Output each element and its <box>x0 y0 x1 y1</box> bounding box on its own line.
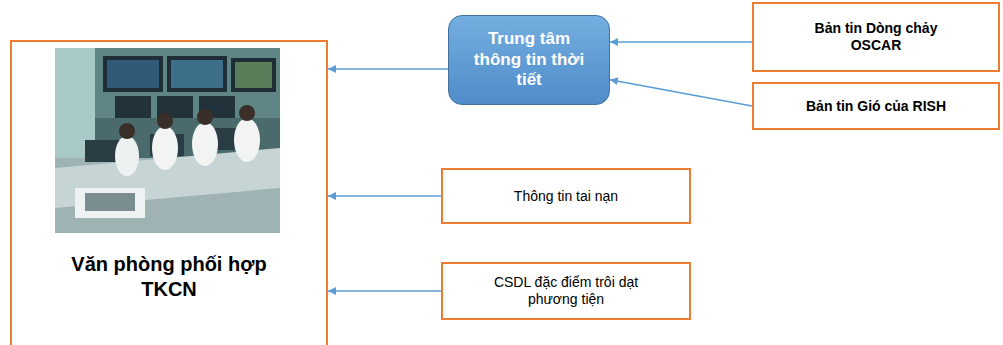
node-label: Bản tin Gió của RISH <box>806 98 946 115</box>
arrow-connector <box>610 80 752 106</box>
arrow-connector <box>328 195 441 197</box>
arrow-connector <box>328 290 441 292</box>
input-box: CSDL đặc điểm trôi dạt phương tiện <box>441 262 691 320</box>
arrow-connector <box>610 41 752 43</box>
node-label: Bản tin Dòng chảy OSCAR <box>796 20 956 54</box>
input-box: Thông tin tai nạn <box>441 168 691 224</box>
node-label: Thông tin tai nạn <box>514 188 618 205</box>
node-label: Trung tâm thông tin thời tiết <box>473 29 585 90</box>
arrow-connector <box>328 68 448 70</box>
bulletin-box: Bản tin Dòng chảy OSCAR <box>752 2 1000 72</box>
node-label: Văn phòng phối hợp TKCN <box>54 252 284 302</box>
node-label: CSDL đặc điểm trôi dạt phương tiện <box>471 274 661 308</box>
office-box: Văn phòng phối hợp TKCN <box>10 40 328 345</box>
control-room-photo <box>55 48 280 233</box>
center-box: Trung tâm thông tin thời tiết <box>448 15 610 105</box>
bulletin-box: Bản tin Gió của RISH <box>752 82 1000 130</box>
